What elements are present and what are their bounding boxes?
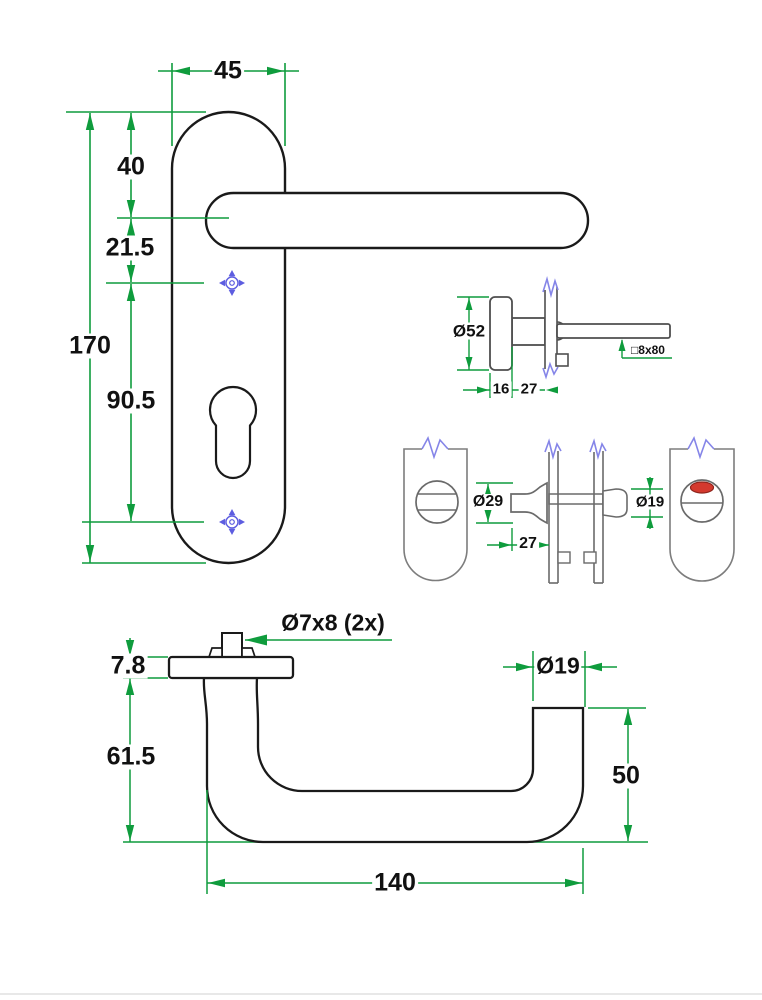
rose-side-view-linework: [489, 276, 671, 380]
fixing-lug: [583, 551, 597, 564]
lever-outline: [204, 191, 590, 250]
release-knob-profile: [602, 488, 628, 518]
break-line: [421, 435, 449, 460]
dim-return-height: 50: [610, 761, 642, 790]
dim-lever-length: 140: [372, 868, 418, 897]
dim-turn-projection: 27: [517, 535, 539, 552]
break-line: [542, 276, 559, 299]
thumbturn-profile: [510, 481, 548, 525]
door-plate-fill: [545, 289, 557, 369]
dim-plate-width: 45: [212, 56, 244, 85]
dim-plate-height: 170: [67, 331, 113, 360]
pin-lug: [241, 647, 257, 658]
wc-turn-view-linework: [403, 435, 735, 584]
backplate-outline: [170, 110, 287, 565]
side-view-dimension-arrows: [465, 298, 626, 394]
turn-spindle: [548, 493, 604, 505]
break-line: [544, 438, 562, 460]
dim-lever-projection: 61.5: [104, 742, 158, 771]
dim-rose-diameter: Ø52: [450, 321, 488, 341]
rose-neck: [511, 317, 546, 346]
fixing-lug: [555, 353, 569, 367]
break-line: [687, 435, 715, 460]
wc-view-dimension-lines: [476, 477, 663, 551]
dim-top-to-lever: 40: [115, 152, 147, 181]
dim-turn-base-diameter: Ø29: [470, 493, 506, 510]
spindle-pin: [221, 632, 243, 658]
wc-view-dimension-arrows: [484, 478, 654, 549]
fixing-lug: [557, 551, 571, 564]
dim-knob-diameter: Ø19: [633, 493, 667, 511]
dim-lever-to-screw: 21.5: [103, 233, 157, 262]
break-line: [589, 438, 607, 460]
dim-rose-thickness: 16: [490, 380, 512, 398]
dim-pin-callout: Ø7x8 (2x): [279, 609, 387, 636]
red-indicator-cap: [689, 481, 715, 494]
dim-spindle-size: □8x80: [629, 343, 667, 357]
euro-cylinder-cutout: [208, 385, 258, 480]
coin-slot-circle: [415, 480, 459, 524]
rose-plate-edge: [167, 655, 295, 680]
dim-tube-diameter: Ø19: [534, 652, 582, 679]
dim-screw-spacing: 90.5: [104, 386, 158, 415]
rose-body: [489, 296, 513, 371]
bottom-view-dimension-arrows: [125, 634, 633, 888]
lever-profile-outline: [202, 676, 585, 844]
lever-bottom-view-linework: [167, 632, 585, 844]
dim-rose-height: 7.8: [108, 651, 148, 680]
front-view-dimension-arrows: [85, 66, 284, 562]
front-view-linework: [170, 110, 590, 565]
dim-rose-projection: 27: [518, 380, 540, 398]
spindle: [556, 323, 671, 339]
break-line: [542, 361, 559, 380]
pin-lug: [207, 647, 223, 658]
